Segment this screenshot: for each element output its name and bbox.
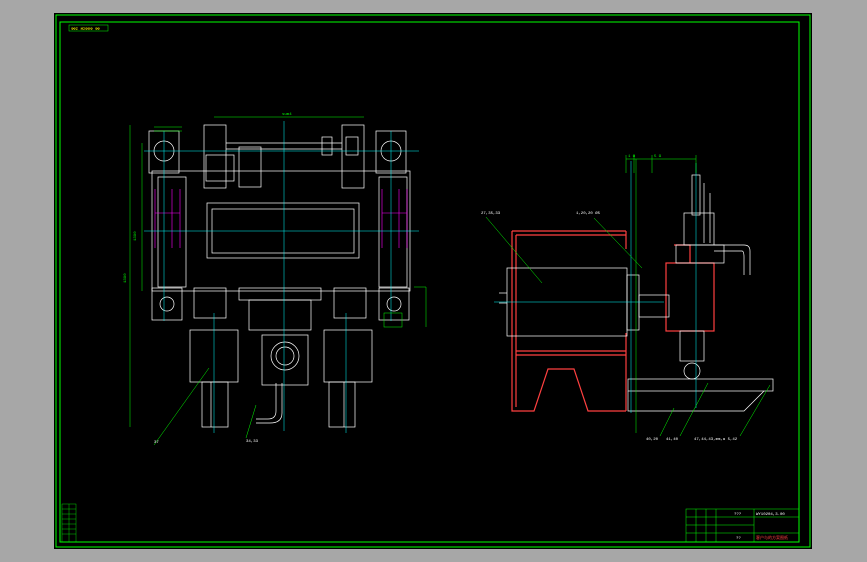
revision-table (61, 503, 77, 543)
title-block-company: 客户与的方案图纸 (756, 534, 788, 541)
left-centerlines (144, 121, 419, 433)
left-hatch (154, 189, 408, 248)
left-balloon-label: 37 (154, 441, 159, 445)
inner-frame (59, 21, 800, 543)
right-label-a: 27,35,33 (481, 212, 501, 216)
right-dimensions (485, 155, 771, 437)
right-label-b: 1,20,20 Ø5 (576, 211, 601, 216)
left-dim-height: 1390 (134, 231, 138, 241)
left-dimensions (129, 116, 427, 446)
left-dim-top: sum4 (282, 113, 292, 117)
cad-drawing: ΦΦΣ ΜΣΦΦΦ ΦΦ (55, 14, 811, 548)
left-dim-total: 1390 (124, 273, 128, 283)
right-dim-b: 5 Ω (654, 155, 662, 159)
right-centerlines (494, 161, 697, 413)
title-block-small-a: ??? (734, 513, 742, 517)
drawing-number: WY10204,3.00 (756, 513, 785, 517)
title-block-small-b: ?? (736, 537, 741, 541)
right-label-e: 47,44,43,mm,a 5,42 (694, 438, 738, 442)
right-label-d: 41,40 (666, 438, 679, 442)
left-bottom-label: 34,33 (246, 440, 259, 444)
title-block (685, 508, 800, 543)
right-dim-a: 1 Ω (628, 155, 636, 159)
right-section (511, 230, 715, 412)
cad-viewport[interactable]: ΦΦΣ ΜΣΦΦΦ ΦΦ (54, 13, 812, 549)
outer-frame (55, 14, 811, 548)
stamp-text: ΦΦΣ ΜΣΦΦΦ ΦΦ (71, 27, 100, 32)
left-view (148, 124, 411, 428)
stamp-box (68, 24, 109, 32)
right-label-c: 40,20 (646, 438, 659, 442)
